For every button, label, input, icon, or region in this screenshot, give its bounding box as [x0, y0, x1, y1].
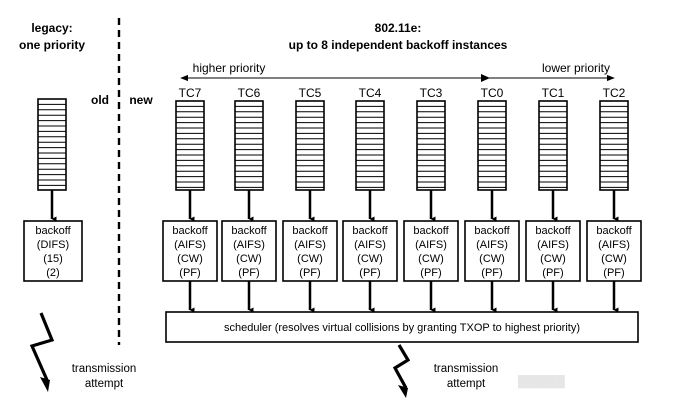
backoff-line: (CW)	[540, 253, 566, 265]
old-label: old	[91, 93, 109, 107]
traffic-class-tc5: TC5 backoff (AIFS) (CW) (PF)	[282, 86, 338, 313]
backoff-box: backoff (AIFS) (CW) (PF)	[525, 220, 581, 282]
new-transmission-bolt	[392, 344, 411, 398]
legacy-transmission-label: transmission	[72, 363, 137, 375]
backoff-line: (CW)	[418, 253, 444, 265]
traffic-class-tc2: TC2 backoff (AIFS) (CW) (PF)	[586, 86, 642, 313]
queue-buffer	[355, 100, 385, 191]
queue-buffer	[295, 100, 325, 191]
traffic-class-tc4: TC4 backoff (AIFS) (CW) (PF)	[342, 86, 398, 313]
higher-priority-label: higher priority	[193, 61, 266, 75]
backoff-line: backoff	[231, 225, 267, 237]
backoff-line: (PF)	[542, 267, 563, 279]
backoff-line: (AIFS)	[415, 239, 447, 251]
traffic-class-tc1: TC1 backoff (AIFS) (CW) (PF)	[525, 86, 581, 313]
legacy-backoff-line3: (15)	[43, 253, 63, 265]
backoff-line: backoff	[474, 225, 510, 237]
queue-buffer	[416, 100, 446, 191]
backoff-line: backoff	[535, 225, 571, 237]
legacy-backoff-line1: backoff	[35, 225, 71, 237]
backoff-line: backoff	[596, 225, 632, 237]
backoff-line: backoff	[172, 225, 208, 237]
traffic-class-columns: TC7 backoff (AIFS) (CW) (PF) TC6 backoff (AIFS)…	[162, 86, 642, 313]
backoff-line: (AIFS)	[294, 239, 326, 251]
traffic-class-tc3: TC3 backoff (AIFS) (CW) (PF)	[403, 86, 459, 313]
new-label: new	[129, 93, 153, 107]
backoff-line: (CW)	[297, 253, 323, 265]
scheduler-label: scheduler (resolves virtual collisions b…	[224, 322, 580, 334]
queue-buffer	[599, 100, 629, 191]
backoff-line: (AIFS)	[354, 239, 386, 251]
legacy-backoff-box: backoff (DIFS) (15) (2)	[23, 220, 83, 282]
scheduler-box: scheduler (resolves virtual collisions b…	[165, 311, 639, 343]
traffic-class-tc6: TC6 backoff (AIFS) (CW) (PF)	[221, 86, 277, 313]
queue-buffer	[477, 100, 507, 191]
new-subtitle: up to 8 independent backoff instances	[289, 38, 508, 52]
backoff-line: (AIFS)	[233, 239, 265, 251]
backoff-line: (PF)	[420, 267, 441, 279]
legacy-title: legacy:	[31, 21, 72, 35]
queue-buffer	[175, 100, 205, 191]
backoff-line: (PF)	[299, 267, 320, 279]
legacy-transmission-bolt	[29, 312, 55, 392]
backoff-line: backoff	[292, 225, 328, 237]
queue-label: TC4	[359, 86, 382, 100]
backoff-line: backoff	[413, 225, 449, 237]
traffic-class-tc7: TC7 backoff (AIFS) (CW) (PF)	[162, 86, 218, 313]
backoff-box: backoff (AIFS) (CW) (PF)	[464, 220, 520, 282]
backoff-box: backoff (AIFS) (CW) (PF)	[221, 220, 277, 282]
backoff-line: (CW)	[479, 253, 505, 265]
backoff-line: (PF)	[359, 267, 380, 279]
queue-buffer	[234, 100, 264, 191]
backoff-line: (PF)	[179, 267, 200, 279]
queue-label: TC3	[420, 86, 443, 100]
backoff-box: backoff (AIFS) (CW) (PF)	[403, 220, 459, 282]
backoff-line: backoff	[352, 225, 388, 237]
queue-label: TC2	[603, 86, 626, 100]
legacy-queue-buffer	[37, 98, 67, 191]
watermark: ██████	[518, 374, 565, 389]
legacy-backoff-line4: (2)	[46, 267, 59, 279]
backoff-line: (PF)	[481, 267, 502, 279]
new-transmission-label: transmission	[434, 363, 499, 375]
queue-label: TC5	[299, 86, 322, 100]
backoff-line: (AIFS)	[598, 239, 630, 251]
queue-buffer	[538, 100, 568, 191]
legacy-attempt-label: attempt	[85, 378, 124, 390]
backoff-line: (AIFS)	[476, 239, 508, 251]
backoff-line: (CW)	[236, 253, 262, 265]
backoff-line: (AIFS)	[537, 239, 569, 251]
queue-label: TC6	[238, 86, 261, 100]
legacy-queue	[37, 98, 67, 191]
legacy-backoff-line2: (DIFS)	[37, 239, 69, 251]
priority-arrow-center-head	[481, 74, 490, 82]
backoff-line: (PF)	[238, 267, 259, 279]
backoff-line: (CW)	[177, 253, 203, 265]
backoff-box: backoff (AIFS) (CW) (PF)	[282, 220, 338, 282]
backoff-box: backoff (AIFS) (CW) (PF)	[586, 220, 642, 282]
backoff-line: (PF)	[603, 267, 624, 279]
queue-label: TC1	[542, 86, 565, 100]
traffic-class-tc0: TC0 backoff (AIFS) (CW) (PF)	[464, 86, 520, 313]
backoff-line: (CW)	[357, 253, 383, 265]
backoff-line: (CW)	[601, 253, 627, 265]
queue-label: TC0	[481, 86, 504, 100]
legacy-subtitle: one priority	[19, 38, 85, 52]
backoff-line: (AIFS)	[174, 239, 206, 251]
queue-label: TC7	[179, 86, 202, 100]
backoff-box: backoff (AIFS) (CW) (PF)	[342, 220, 398, 282]
backoff-box: backoff (AIFS) (CW) (PF)	[162, 220, 218, 282]
lower-priority-label: lower priority	[542, 61, 610, 75]
new-title: 802.11e:	[375, 21, 422, 35]
new-attempt-label: attempt	[447, 378, 486, 390]
